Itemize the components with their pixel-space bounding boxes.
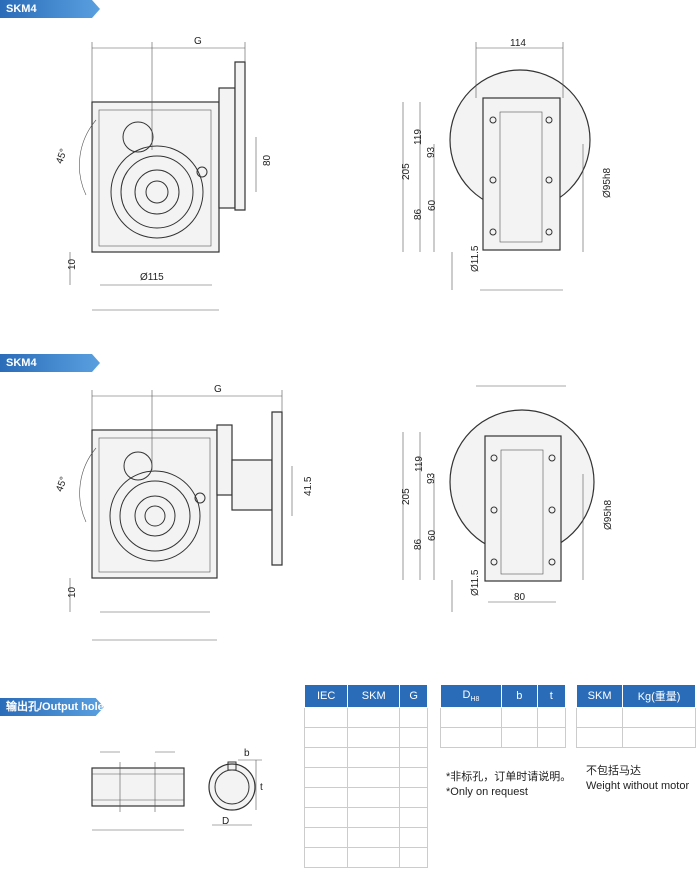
table1-header-g: G [399, 684, 428, 708]
banner-middle: SKM4 [0, 354, 100, 372]
top-side-dim-114: 114 [510, 38, 526, 49]
mid-side-dim-bore: Ø95h8 [603, 500, 614, 530]
table-output-dims: DH8 b t [440, 684, 567, 748]
top-front-view: G 45° 80 10 Ø115 [54, 36, 273, 311]
table2-note-en: *Only on request [446, 786, 528, 798]
mid-side-dim-80: 80 [514, 592, 526, 603]
mid-side-dim-86: 86 [413, 538, 424, 550]
table1-header-iec: IEC [303, 684, 349, 708]
top-side-dim-119: 119 [413, 129, 424, 145]
middle-side-view: 205 119 93 86 60 Ø95h8 Ø11.5 80 [401, 385, 614, 612]
table3-note-cn: 不包括马达 [586, 765, 641, 777]
mid-g-label: G [214, 384, 222, 395]
middle-front-view: G 45° 41.5 10 [54, 384, 314, 641]
mid-angle-label: 45° [54, 475, 70, 493]
top-dim-10: 10 [67, 258, 78, 270]
table3-header-kg: Kg(重量) [622, 684, 696, 708]
table2-header-t: t [536, 684, 567, 708]
table3-note-en: Weight without motor [586, 780, 690, 792]
top-side-view: 114 205 119 93 86 60 Ø95h8 Ø11.5 [401, 38, 613, 291]
table2-header-d: DH8 [440, 684, 502, 708]
table-weight: SKM Kg(重量) [575, 684, 696, 748]
mid-side-dim-60: 60 [427, 529, 438, 541]
table2-header-d-sub: H8 [470, 696, 480, 704]
output-t-label: t [260, 782, 263, 793]
banner-top: SKM4 [0, 0, 100, 18]
mid-side-dim-93: 93 [426, 472, 437, 484]
top-side-dim-205: 205 [401, 163, 412, 180]
top-g-label: G [194, 36, 202, 47]
table-iec: IEC SKM G [303, 684, 428, 868]
top-dim-80: 80 [262, 154, 273, 166]
output-b-label: b [244, 748, 250, 759]
top-side-dim-hole: Ø11.5 [470, 245, 481, 272]
table1-header-skm: SKM [347, 684, 401, 708]
table3-header-skm: SKM [575, 684, 624, 708]
mid-dim-10: 10 [67, 586, 78, 598]
top-side-dim-93: 93 [426, 146, 437, 158]
mid-dim-41: 41.5 [303, 476, 314, 496]
mid-side-dim-205: 205 [401, 488, 412, 505]
banner-output-hole: 输出孔/Output hole [0, 698, 104, 716]
top-side-dim-86: 86 [413, 208, 424, 220]
top-side-dim-bore: Ø95h8 [602, 168, 613, 198]
table2-header-b: b [500, 684, 538, 708]
mid-side-dim-hole: Ø11.5 [470, 569, 481, 596]
table2-note-cn: *非标孔，订单时请说明。 [446, 771, 572, 783]
top-side-dim-60: 60 [427, 199, 438, 211]
mid-side-dim-119: 119 [414, 456, 425, 472]
top-angle-label: 45° [54, 147, 70, 165]
top-dim-115: Ø115 [140, 272, 164, 283]
output-d-label: D [222, 816, 229, 827]
output-hole-drawing: b t D [91, 748, 263, 831]
